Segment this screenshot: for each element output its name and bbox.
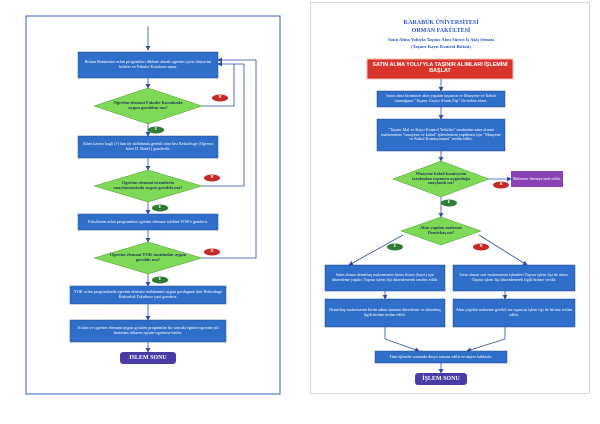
- right-end-label: İŞLEM SONU: [422, 375, 460, 382]
- right-decision-1-text: Muayene kabul komisyonu tarafından taşın…: [411, 170, 471, 186]
- right-side-box: [511, 171, 563, 187]
- right-yes-badge-2-label: E: [393, 244, 397, 249]
- right-step-3-box: [324, 264, 446, 292]
- right-flowchart-page: KARABÜK ÜNİVERSİTESİ ORMAN FAKÜLTESİ Sat…: [310, 2, 590, 394]
- left-flowchart-connectors: [25, 15, 281, 395]
- left-step-2-box: [77, 135, 219, 159]
- left-decision-3-text: Ogretim elemani YOK tarafindan uygun gor…: [109, 252, 187, 262]
- left-frame: [25, 15, 281, 395]
- left-yes-badge-3: [152, 276, 168, 284]
- right-decision-1-shape: [392, 160, 490, 198]
- right-banner-box: [366, 58, 514, 80]
- right-end-box: [415, 373, 467, 385]
- left-yes-badge-2: [152, 204, 168, 212]
- left-step-3-box: [77, 213, 219, 231]
- right-step-5-text: Demirbaş malzemenin birim adına zimmet d…: [329, 307, 441, 317]
- left-decision-2-text: Ogretim elemani istemilerin onaylanmasin…: [113, 180, 183, 190]
- right-step-5-box: [324, 298, 446, 328]
- right-step-1-text: Satın alma birimince alım yapılan taşını…: [386, 93, 496, 103]
- left-no-badge-3-label: H: [210, 249, 214, 254]
- left-flowchart-page: Bolum Baskanlari aclan programlari dikka…: [8, 2, 288, 395]
- left-decision-1-shape: [93, 87, 203, 125]
- right-step-3-text: Satın alınan demirbaş malzemenin birim l…: [331, 272, 439, 282]
- right-step-6-text: Alım yapılan malzeme gerekli ise taşınır…: [455, 307, 573, 317]
- left-no-badge-1-label: H: [218, 95, 222, 100]
- right-step-4-box: [452, 264, 576, 292]
- right-no-badge-2-label: H: [479, 244, 483, 249]
- right-header-university: KARABÜK ÜNİVERSİTESİ: [403, 19, 479, 26]
- left-no-badge-3: [204, 248, 220, 256]
- left-yes-badge-2-label: E: [158, 205, 162, 210]
- left-end-label: ISLEM SONU: [129, 354, 167, 361]
- right-no-badge-2: [473, 243, 489, 251]
- right-yes-badge-1-label: E: [447, 200, 451, 205]
- left-yes-badge-1-label: E: [154, 127, 158, 132]
- right-step-2-box: [376, 118, 506, 152]
- right-header-process: Satın Alma Yoluyla Taşınır Alım Süreci İ…: [387, 36, 495, 42]
- right-step-7-box: [374, 350, 508, 364]
- right-flowchart-connectors: [324, 58, 576, 385]
- left-no-badge-1: [212, 94, 228, 102]
- left-decision-3-shape: [93, 241, 203, 275]
- right-decision-2-shape: [400, 216, 482, 246]
- left-step-1-text: Bolum Baskanlari aclan programlari dikka…: [84, 59, 212, 69]
- right-yes-badge-1: [441, 199, 457, 207]
- left-step-2-text: Alimi karara bagli (?) ilan ile istihdam…: [82, 141, 214, 151]
- right-no-badge-1: [493, 181, 509, 189]
- left-decision-2-shape: [93, 169, 203, 203]
- right-yes-badge-2: [387, 243, 403, 251]
- right-no-badge-1-label: H: [499, 182, 503, 187]
- left-end-box: [120, 352, 176, 364]
- right-step-2-text: "Taşınır Mal ve Kayıt Kontrol Yetkilisi"…: [381, 127, 501, 142]
- right-header-unit: (Taşınır Kayıt Kontrol Birimi): [411, 43, 471, 49]
- left-step-3-text: Fakultenin aclan programlara ogretim ele…: [88, 218, 208, 224]
- left-step-5-box: [69, 319, 227, 343]
- left-step-4-box: [69, 285, 227, 305]
- right-header-faculty: ORMAN FAKÜLTESİ: [411, 27, 471, 34]
- left-decision-1-text: Ogretim elemani Fakulte Kurulunda uygun …: [113, 100, 183, 110]
- right-step-4-text: Satın alınan sarf malzemenin işlemleri T…: [459, 272, 569, 282]
- right-decision-2-text: Alım yapılan malzeme Demirbaş mı?: [420, 225, 462, 235]
- right-step-7-text: Tüm işlemler sonunda dosya tanzim edilir…: [389, 353, 493, 359]
- right-step-6-box: [452, 298, 576, 328]
- right-step-1-box: [376, 90, 506, 108]
- left-yes-badge-3-label: E: [158, 277, 162, 282]
- left-yes-badge-1: [148, 126, 164, 134]
- left-no-badge-2-label: H: [210, 175, 214, 180]
- left-no-badge-2: [204, 174, 220, 182]
- left-step-4-text: YOK aclan programlarda ogretim elemani i…: [73, 289, 223, 299]
- left-step-1-box: [77, 51, 219, 79]
- left-step-5-text: Acilan ve ogretim elemani uygun gorulen …: [77, 325, 219, 335]
- right-side-box-text: Malzeme firmaya iade edilir.: [512, 175, 562, 181]
- right-banner-text: SATIN ALMA YOLU'YLA TAŞINIR ALIMLARI İŞL…: [372, 62, 508, 74]
